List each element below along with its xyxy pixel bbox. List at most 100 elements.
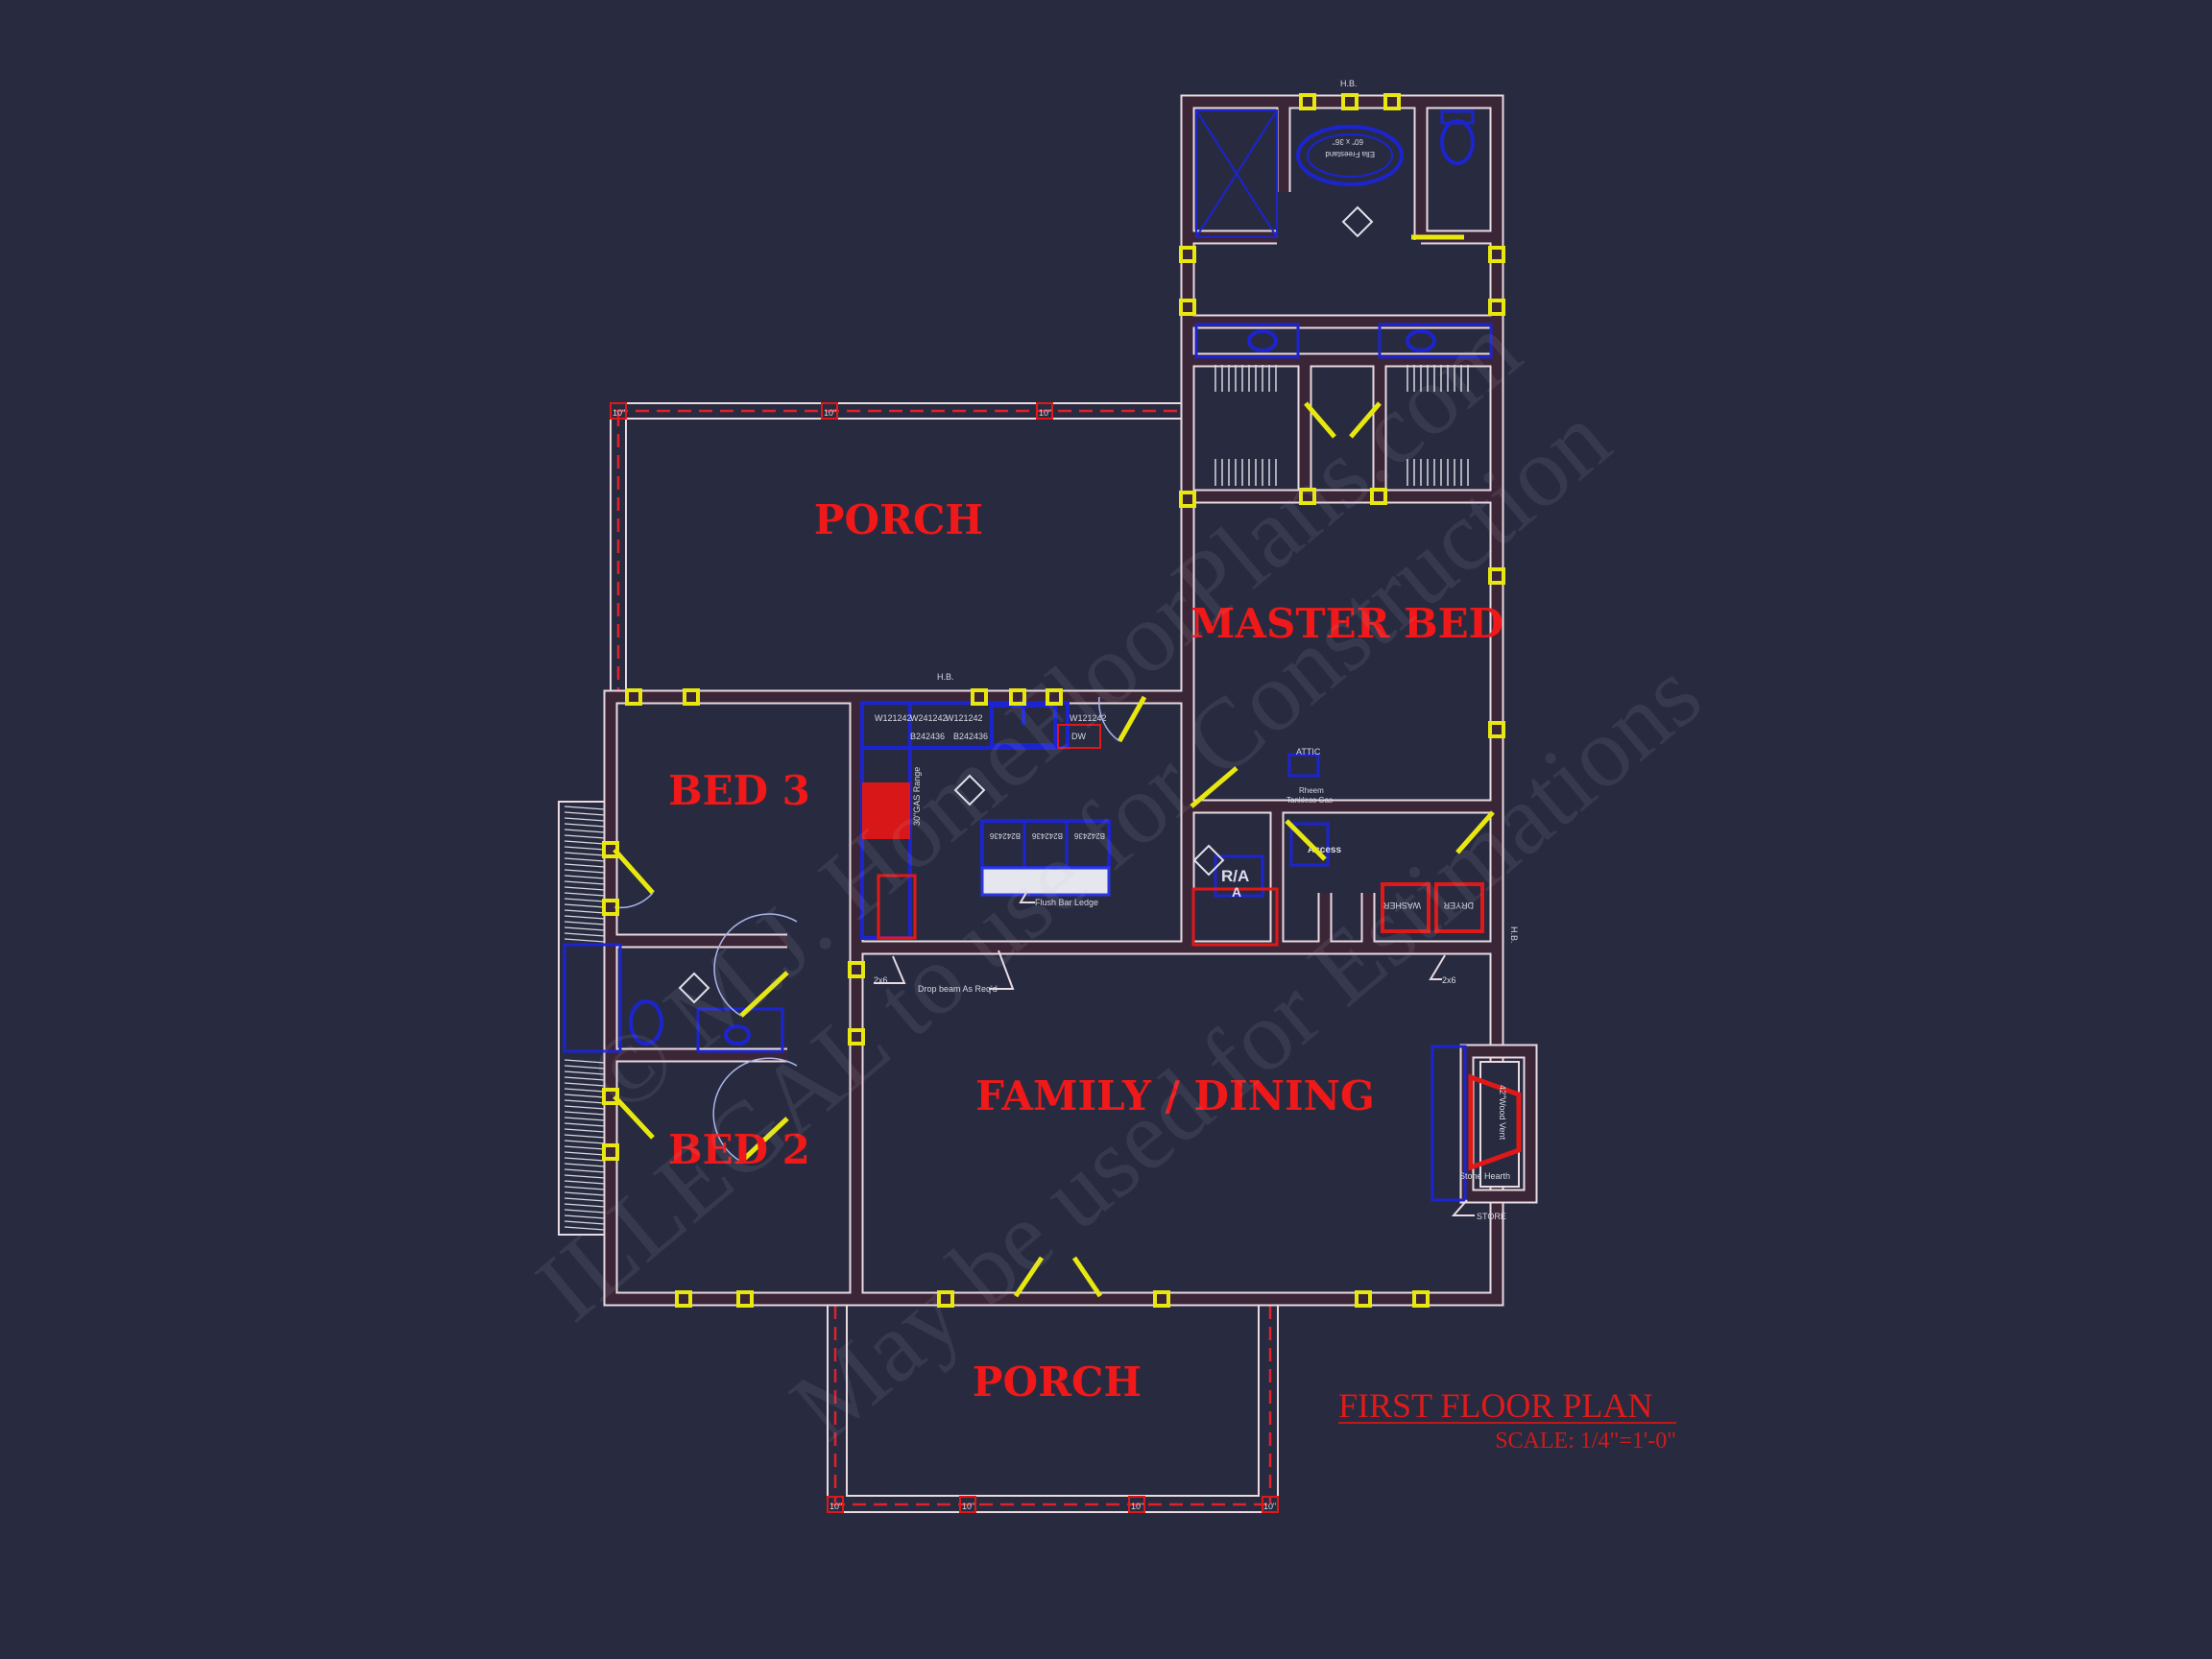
hose-bib-label: H.B. xyxy=(1509,926,1519,944)
hatch-line xyxy=(564,840,606,845)
window-marker xyxy=(1299,488,1316,505)
hatch-line xyxy=(564,1105,606,1110)
window-marker xyxy=(1383,93,1401,110)
window-marker xyxy=(1412,1290,1430,1308)
cabinet-label: W121242 xyxy=(1070,713,1107,723)
window-marker xyxy=(848,961,865,978)
window-marker xyxy=(1179,246,1196,263)
window-marker xyxy=(1009,688,1026,706)
window-marker xyxy=(1046,688,1063,706)
doors xyxy=(613,234,1495,1298)
beam-mark: 10" xyxy=(824,408,836,418)
room-label-family-dining: FAMILY / DINING xyxy=(975,1072,1375,1119)
island-cabinet-label: B242436 xyxy=(1073,831,1105,840)
beam-mark: 10" xyxy=(1039,408,1051,418)
window-marker xyxy=(1179,491,1196,508)
hatch-line xyxy=(564,886,606,891)
window-marker xyxy=(602,899,619,916)
hatch-line xyxy=(564,1191,606,1196)
window-marker xyxy=(971,688,988,706)
hatch-line xyxy=(564,1088,606,1093)
hatch-line xyxy=(564,903,606,908)
laundry: WASHER DRYER R/A A Access ATTIC Rheem Ta… xyxy=(1191,747,1519,947)
window-marker xyxy=(1488,246,1505,263)
hatch-line xyxy=(564,1151,606,1156)
hatch-line xyxy=(564,857,606,862)
hatch-line xyxy=(564,1157,606,1162)
hatch-line xyxy=(564,909,606,914)
window-marker xyxy=(625,688,642,706)
tub-label: Ella Freestand xyxy=(1325,150,1375,158)
beam-mark: 10" xyxy=(830,1502,842,1511)
window-marker xyxy=(1488,299,1505,316)
window-marker xyxy=(1488,721,1505,738)
hearth-label: Stone Hearth xyxy=(1459,1171,1510,1181)
dw-label: DW xyxy=(1071,732,1086,741)
hatch-line xyxy=(564,823,606,828)
room-label-master-bed: MASTER BED xyxy=(1190,600,1503,647)
hatch-line xyxy=(564,846,606,851)
hatch-line xyxy=(564,1065,606,1070)
room-label-front-porch: PORCH xyxy=(973,1358,1142,1406)
hatch-line xyxy=(564,1174,606,1179)
hatch-line xyxy=(564,1059,606,1064)
hose-bib-label: H.B. xyxy=(1340,79,1358,88)
water-heater-type-label: Tankless Gas xyxy=(1286,796,1333,805)
window-marker xyxy=(1341,93,1358,110)
hatch-line xyxy=(564,875,606,879)
hatch-line xyxy=(564,1111,606,1116)
hatch-line xyxy=(564,1214,606,1219)
hatch-line xyxy=(564,1163,606,1167)
cabinet-label: B242436 xyxy=(953,732,988,741)
framing-notes: 2x6 Drop beam As Req'd 2x6 xyxy=(874,950,1456,994)
hatch-line xyxy=(564,805,606,810)
window-marker xyxy=(602,841,619,858)
hatch-line xyxy=(564,1145,606,1150)
window-marker xyxy=(736,1290,754,1308)
beam-mark: 10" xyxy=(1131,1502,1143,1511)
window-marker xyxy=(675,1290,692,1308)
beam-mark: 10" xyxy=(1263,1502,1276,1511)
hatch-line xyxy=(564,1186,606,1190)
hatch-line xyxy=(564,932,606,937)
hatch-line xyxy=(564,915,606,920)
hatch-line xyxy=(564,892,606,897)
kitchen: W121242 W241242 W121242 W121242 B242436 … xyxy=(860,672,1111,940)
window-marker xyxy=(1488,567,1505,585)
cabinet-label: B242436 xyxy=(910,732,945,741)
hatch-line xyxy=(564,921,606,926)
hatch-line xyxy=(564,1226,606,1231)
hatch-line xyxy=(564,817,606,822)
window-marker xyxy=(1299,93,1316,110)
hatch-line xyxy=(564,880,606,885)
bar-ledge-label: Flush Bar Ledge xyxy=(1035,898,1098,907)
cabinet-label: W241242 xyxy=(910,713,948,723)
hatch-line xyxy=(564,926,606,931)
room-label-bed2: BED 2 xyxy=(668,1126,810,1173)
washer-label: WASHER xyxy=(1382,901,1421,910)
hatch-line xyxy=(564,1168,606,1173)
master-bath: Ella Freestand 60" x 36" H.B. xyxy=(1194,79,1493,486)
range-label: 30"GAS Range xyxy=(912,767,922,826)
window-marker xyxy=(602,1143,619,1161)
hall-bath xyxy=(563,943,784,1053)
beam-mark: 10" xyxy=(613,408,625,418)
cabinet-label: W121242 xyxy=(946,713,983,723)
plan-scale: SCALE: 1/4"=1'-0" xyxy=(1495,1429,1676,1454)
fireplace: 42"Wood Vent Stone Hearth STORE xyxy=(1431,1044,1538,1221)
wall-note: 2x6 xyxy=(874,975,888,985)
hatch-line xyxy=(564,1220,606,1225)
hatch-line xyxy=(564,1134,606,1139)
hatch-line xyxy=(564,1070,606,1075)
vent-label: 42"Wood Vent xyxy=(1498,1085,1507,1141)
hatch-line xyxy=(564,829,606,833)
island-cabinet-label: B242436 xyxy=(989,831,1021,840)
attic-label: ATTIC xyxy=(1296,747,1321,757)
water-heater-label: Rheem xyxy=(1299,786,1324,795)
hatch-line xyxy=(564,1122,606,1127)
hose-bib-label: H.B. xyxy=(937,672,954,682)
cabinet-label: W121242 xyxy=(875,713,912,723)
plan-title: FIRST FLOOR PLAN xyxy=(1338,1386,1652,1425)
hatch-line xyxy=(564,1082,606,1087)
